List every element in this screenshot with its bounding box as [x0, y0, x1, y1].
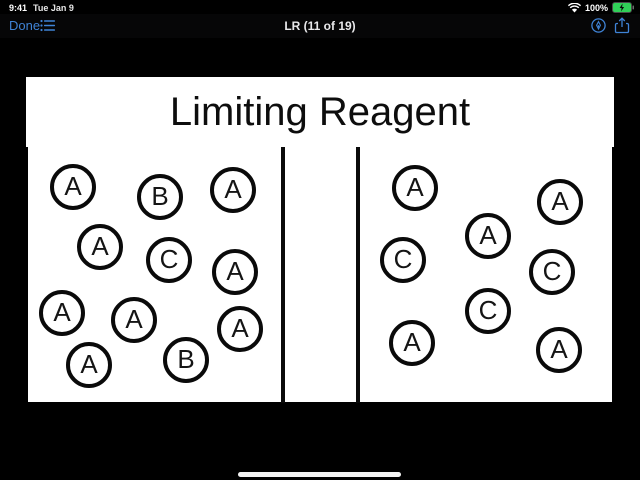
molecule-label: A [224, 174, 242, 204]
molecule-label: A [125, 304, 143, 334]
molecule-label: A [80, 349, 98, 379]
molecule-circle-b: B [137, 174, 183, 220]
slide-title: Limiting Reagent [169, 89, 471, 134]
molecule-circle-a: A [537, 179, 583, 225]
molecule-circle-a: A [77, 224, 123, 270]
molecule-circle-a: A [111, 297, 157, 343]
molecule-label: A [403, 327, 421, 357]
molecule-circle-a: A [66, 342, 112, 388]
molecule-label: A [550, 334, 568, 364]
right-beaker-left-wall [356, 147, 360, 403]
document-title: LR (11 of 19) [284, 19, 356, 33]
molecule-circle-a: A [210, 167, 256, 213]
molecule-circle-a: A [465, 213, 511, 259]
battery-percent-text: 100% [584, 2, 608, 13]
molecule-label: C [478, 295, 498, 325]
markup-icon[interactable] [591, 18, 606, 33]
slide-beaker-area [28, 147, 612, 402]
battery-icon [612, 2, 634, 13]
left-beaker-right-wall [281, 147, 285, 403]
molecule-circle-a: A [389, 320, 435, 366]
molecule-label: A [91, 231, 109, 261]
molecule-circle-c: C [146, 237, 192, 283]
status-bar: 9:41 Tue Jan 9 100% [0, 0, 640, 14]
molecule-label: A [64, 171, 82, 201]
share-icon[interactable] [614, 17, 630, 34]
molecule-circle-a: A [50, 164, 96, 210]
molecule-circle-c: C [380, 237, 426, 283]
slide-title-band: Limiting Reagent [26, 77, 614, 147]
status-left: 9:41 Tue Jan 9 [9, 3, 74, 13]
molecule-circle-a: A [536, 327, 582, 373]
molecule-label: B [177, 344, 195, 374]
molecule-circle-b: B [163, 337, 209, 383]
molecule-label: C [542, 256, 562, 286]
list-bullet-icon[interactable] [40, 19, 56, 32]
molecule-circle-c: C [465, 288, 511, 334]
date-text: Tue Jan 9 [33, 3, 74, 13]
molecule-label: A [551, 186, 569, 216]
molecule-label: B [151, 181, 169, 211]
molecule-label: A [53, 297, 71, 327]
status-right: 100% [567, 2, 634, 13]
molecule-label: C [393, 244, 413, 274]
molecule-circle-a: A [392, 165, 438, 211]
molecule-circle-a: A [39, 290, 85, 336]
molecule-circle-a: A [212, 249, 258, 295]
molecule-label: A [231, 313, 249, 343]
wifi-icon [567, 2, 581, 13]
molecule-label: A [479, 220, 497, 250]
molecule-label: C [159, 244, 179, 274]
done-button[interactable]: Done [9, 18, 41, 33]
clock-text: 9:41 [9, 3, 28, 13]
home-indicator[interactable] [238, 472, 401, 477]
molecule-circle-a: A [217, 306, 263, 352]
molecule-circle-c: C [529, 249, 575, 295]
nav-bar: Done LR (11 of 19) [0, 14, 640, 38]
molecule-label: A [406, 172, 424, 202]
molecule-label: A [226, 256, 244, 286]
